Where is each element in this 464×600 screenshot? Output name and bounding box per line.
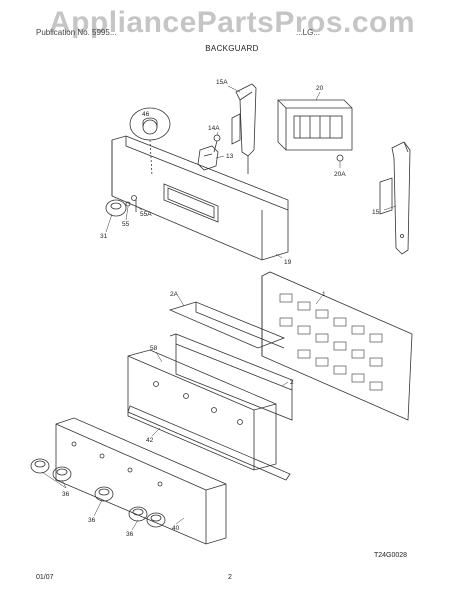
callout-2a: 2A xyxy=(170,291,179,298)
callout-40: 40 xyxy=(172,525,180,532)
callout-36-middle: 36 xyxy=(88,517,96,524)
part-2-heat-shield[interactable] xyxy=(169,333,293,421)
part-42-trim-strip[interactable] xyxy=(127,405,291,481)
part-2a-shield[interactable] xyxy=(168,301,286,349)
publication-number: Publication No. 5995... xyxy=(36,28,117,37)
part-58-panel-backing[interactable] xyxy=(127,349,277,471)
callout-55a: 55A xyxy=(140,211,152,218)
part-40-knob-panel[interactable] xyxy=(55,417,227,545)
footer-date: 01/07 xyxy=(36,574,54,581)
callout-14a: 14A xyxy=(208,125,220,132)
part-55a-screw[interactable] xyxy=(131,195,137,213)
callout-2: 2 xyxy=(290,379,294,386)
callout-1: 1 xyxy=(322,291,326,298)
callout-42: 42 xyxy=(146,437,154,444)
part-15-bracket[interactable] xyxy=(379,141,411,255)
callout-15a: 15A xyxy=(216,79,228,86)
leader-lines xyxy=(41,85,397,531)
callout-46: 46 xyxy=(142,111,150,118)
callout-19: 19 xyxy=(284,259,292,266)
callout-36-right: 36 xyxy=(126,531,134,538)
callout-20a: 20A xyxy=(334,171,346,178)
page-number: 2 xyxy=(228,574,232,581)
model-number: ...LG... xyxy=(296,28,321,37)
part-31-knob[interactable] xyxy=(105,199,127,217)
part-20-control-board[interactable] xyxy=(277,99,353,162)
section-title: BACKGUARD xyxy=(205,44,259,53)
part-46-detail[interactable] xyxy=(129,107,171,177)
callout-31: 31 xyxy=(100,233,108,240)
callout-13: 13 xyxy=(226,153,234,160)
callout-15: 15 xyxy=(372,209,380,216)
drawing-code: T24G0028 xyxy=(374,552,408,559)
callout-55: 55 xyxy=(122,221,130,228)
callout-36-left: 36 xyxy=(62,491,70,498)
part-15a-bracket[interactable] xyxy=(231,83,257,174)
part-36-knobs[interactable] xyxy=(30,458,166,528)
part-1-rear-panel[interactable] xyxy=(261,271,413,421)
part-55-clip[interactable] xyxy=(125,201,131,207)
callout-58: 58 xyxy=(150,345,158,352)
part-19-backguard-panel[interactable] xyxy=(111,135,289,261)
part-13-switch[interactable] xyxy=(197,145,219,171)
callout-20: 20 xyxy=(316,85,324,92)
